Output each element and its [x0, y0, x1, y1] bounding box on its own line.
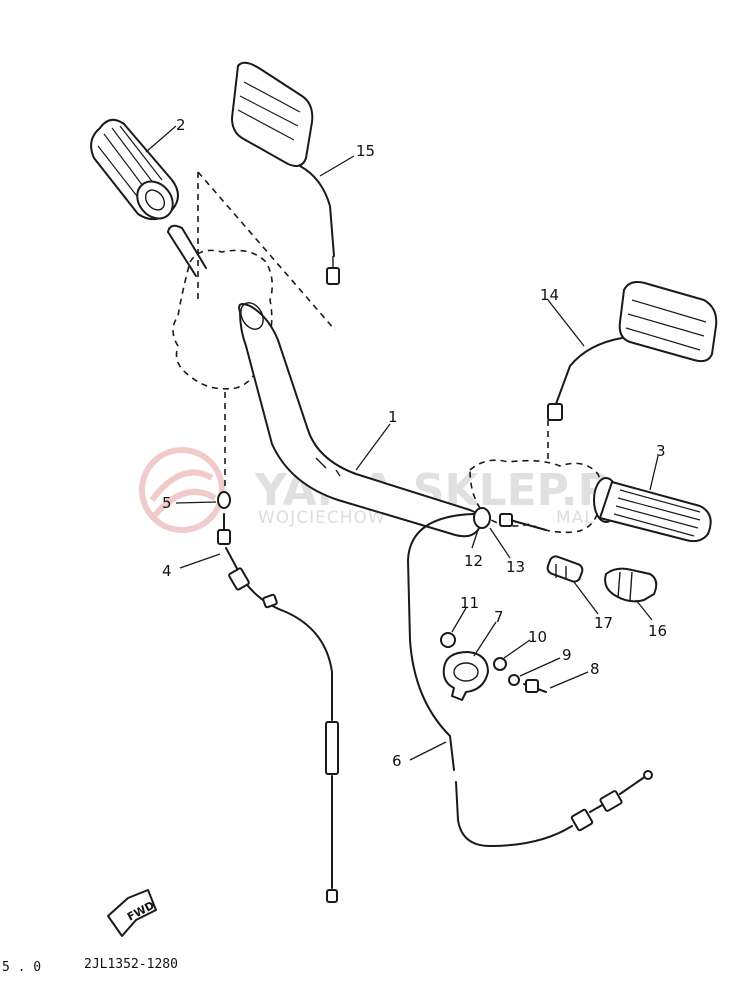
watermark-subtitle-tail: MAL: [556, 508, 595, 528]
washer-9: [508, 674, 520, 686]
callout-12: 12: [464, 552, 483, 570]
left-switch-housing: [172, 249, 274, 390]
callout-16: 16: [648, 622, 667, 640]
left-mirror: [231, 61, 340, 285]
page-marker: 5 . 0: [2, 960, 41, 975]
watermark-logo: [139, 447, 225, 533]
collar-and-screw: [473, 507, 547, 531]
switch-17: [546, 555, 584, 583]
callout-14: 14: [540, 286, 559, 304]
callout-1: 1: [388, 408, 398, 426]
right-grip: [593, 477, 712, 543]
callout-2: 2: [176, 116, 186, 134]
callouts: 1 2 3 4 5 6 7 8 9 10 11 12 13 14 15 16 1…: [162, 116, 667, 770]
nut-11: [440, 632, 456, 648]
assembly-guides: [197, 171, 549, 490]
right-mirror: [547, 281, 718, 421]
drawing-code: 2JL1352-1280: [84, 957, 178, 972]
callout-4: 4: [162, 562, 172, 580]
callout-9: 9: [562, 646, 572, 664]
callout-6: 6: [392, 752, 402, 770]
clamp-assembly: [440, 632, 547, 701]
right-switch-housing: [469, 459, 603, 534]
fwd-badge: FWD: [107, 889, 157, 937]
washer-10: [493, 657, 507, 671]
callout-17: 17: [594, 614, 613, 632]
callout-5: 5: [162, 494, 172, 512]
callout-11: 11: [460, 594, 479, 612]
callout-8: 8: [590, 660, 600, 678]
callout-10: 10: [528, 628, 547, 646]
drawing-footer: 5 . 0 2JL1352-1280: [2, 957, 178, 975]
clamp-7: [442, 651, 489, 701]
callout-15: 15: [356, 142, 375, 160]
watermark-subtitle: WOJCIECHOW: [258, 508, 386, 528]
right-cable: [407, 513, 653, 847]
left-cable: [217, 513, 339, 903]
leader-lines: [145, 125, 659, 761]
cable-clip: [217, 491, 231, 509]
callout-13: 13: [506, 558, 525, 576]
switch-16: [604, 567, 658, 603]
callout-3: 3: [656, 442, 666, 460]
callout-7: 7: [494, 608, 504, 626]
left-grip: [90, 118, 179, 221]
